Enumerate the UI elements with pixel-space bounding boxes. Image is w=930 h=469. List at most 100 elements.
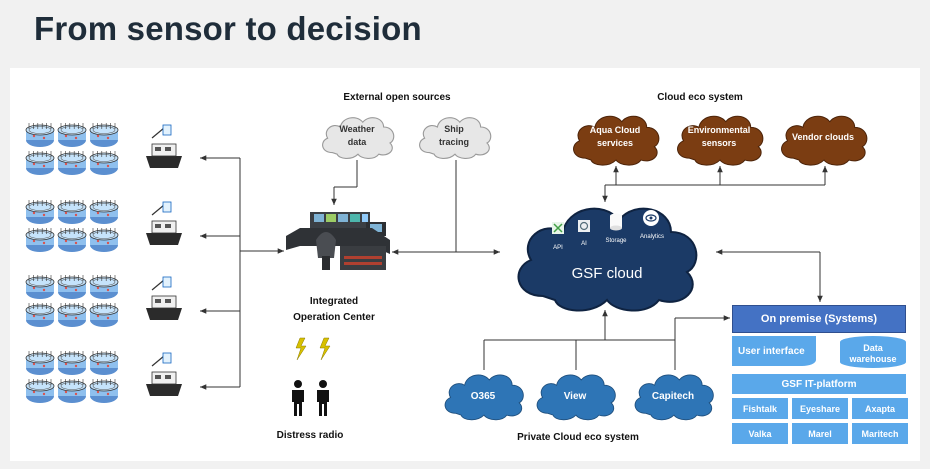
fish-pen-icon — [57, 228, 87, 252]
distress-radio-icon — [292, 337, 331, 416]
operation-center-icon — [286, 212, 390, 270]
fish-pen-icon — [25, 123, 55, 147]
fish-farm-sites — [25, 123, 182, 403]
data-warehouse-box: Data warehouse — [840, 336, 906, 368]
fish-pen-icon — [89, 151, 119, 175]
aqua-cloud-services: Aqua Cloud services — [573, 115, 660, 166]
fish-pen-icon — [57, 351, 87, 375]
gsf-cloud — [517, 207, 698, 312]
fish-pen-icon — [25, 200, 55, 224]
site-connectors — [200, 155, 284, 390]
fish-farm-site — [25, 200, 182, 252]
ioc-label-line1: Integrated — [310, 296, 358, 307]
gsf-cloud-title: GSF cloud — [572, 265, 643, 282]
sensor-icon — [151, 201, 172, 216]
fish-farm-site — [25, 275, 182, 327]
system-eyeshare-label: Eyeshare — [799, 403, 841, 414]
capitech-label: Capitech — [652, 391, 694, 402]
fish-pen-icon — [89, 303, 119, 327]
fish-farm-site — [25, 351, 182, 403]
vendor-line1: Vendor clouds — [792, 132, 854, 142]
on-premise-header: On premise (Systems) — [732, 305, 906, 333]
feed-barge-icon — [146, 371, 182, 396]
user-interface-box: User interface — [732, 336, 816, 366]
external-sources-label: External open sources — [343, 92, 451, 103]
fish-pen-icon — [89, 351, 119, 375]
analytics-label: Analytics — [640, 234, 664, 240]
system-valka: Valka — [732, 423, 788, 444]
system-fishtalk-label: Fishtalk — [742, 403, 777, 414]
system-maritech: Maritech — [852, 423, 908, 444]
sensor-icon — [151, 124, 172, 139]
fish-pen-icon — [25, 303, 55, 327]
weather-line2: data — [348, 137, 368, 147]
fish-pen-icon — [25, 151, 55, 175]
sensor-icon — [151, 276, 172, 291]
fish-pen-icon — [25, 228, 55, 252]
external-connectors — [331, 160, 457, 252]
ai-label: AI — [581, 241, 587, 247]
fish-farm-site — [25, 123, 182, 175]
vendor-clouds: Vendor clouds — [781, 115, 868, 166]
weather-line1: Weather — [339, 124, 375, 134]
ioc-label-line2: Operation Center — [293, 312, 375, 323]
fish-pen-icon — [25, 379, 55, 403]
private-connectors — [483, 310, 730, 370]
fish-pen-icon — [25, 351, 55, 375]
aqua-line2: services — [597, 138, 633, 148]
eco-connectors — [602, 166, 828, 202]
fish-pen-icon — [25, 275, 55, 299]
fish-pen-icon — [57, 275, 87, 299]
fish-pen-icon — [57, 379, 87, 403]
data-warehouse-line1: Data — [863, 343, 883, 353]
fish-pen-icon — [89, 123, 119, 147]
env-line1: Environmental — [688, 125, 751, 135]
view-cloud: View — [536, 374, 616, 421]
fish-pen-icon — [57, 123, 87, 147]
api-icon — [552, 222, 564, 234]
o365-cloud: O365 — [444, 374, 524, 421]
system-axapta-label: Axapta — [864, 403, 895, 414]
feed-barge-icon — [146, 295, 182, 320]
system-fishtalk: Fishtalk — [732, 398, 788, 419]
feed-barge-icon — [146, 220, 182, 245]
system-marel: Marel — [792, 423, 848, 444]
weather-data-cloud: Weather data — [321, 117, 395, 160]
gsf-premise-connector — [716, 249, 823, 302]
aqua-line1: Aqua Cloud — [590, 125, 641, 135]
sensor-icon — [151, 352, 172, 367]
gsf-it-platform-label: GSF IT-platform — [781, 378, 857, 390]
fish-pen-icon — [57, 151, 87, 175]
fish-pen-icon — [57, 200, 87, 224]
o365-label: O365 — [471, 391, 496, 402]
ship-line1: Ship — [444, 124, 464, 134]
system-maritech-label: Maritech — [861, 428, 899, 439]
environmental-sensors: Environmental sensors — [677, 115, 764, 166]
feed-barge-icon — [146, 143, 182, 168]
slide-title: From sensor to decision — [34, 10, 422, 47]
ship-tracing-cloud: Ship tracing — [418, 117, 492, 160]
env-line2: sensors — [702, 138, 737, 148]
data-warehouse-line2: warehouse — [849, 354, 897, 364]
fish-pen-icon — [89, 228, 119, 252]
distress-radio-label: Distress radio — [277, 430, 344, 441]
api-label: API — [553, 245, 563, 251]
system-eyeshare: Eyeshare — [792, 398, 848, 419]
cloud-eco-label: Cloud eco system — [657, 92, 743, 103]
storage-label: Storage — [605, 238, 627, 244]
view-label: View — [564, 391, 587, 402]
ship-line2: tracing — [439, 137, 469, 147]
system-valka-label: Valka — [748, 428, 772, 439]
fish-pen-icon — [89, 275, 119, 299]
system-axapta: Axapta — [852, 398, 908, 419]
fish-pen-icon — [89, 200, 119, 224]
gsf-it-platform-box: GSF IT-platform — [732, 374, 906, 394]
on-premise-title: On premise (Systems) — [760, 313, 878, 325]
capitech-cloud: Capitech — [634, 374, 714, 421]
storage-icon — [610, 213, 622, 231]
ai-icon — [578, 220, 590, 232]
user-interface-label: User interface — [738, 345, 805, 357]
system-marel-label: Marel — [808, 428, 832, 439]
